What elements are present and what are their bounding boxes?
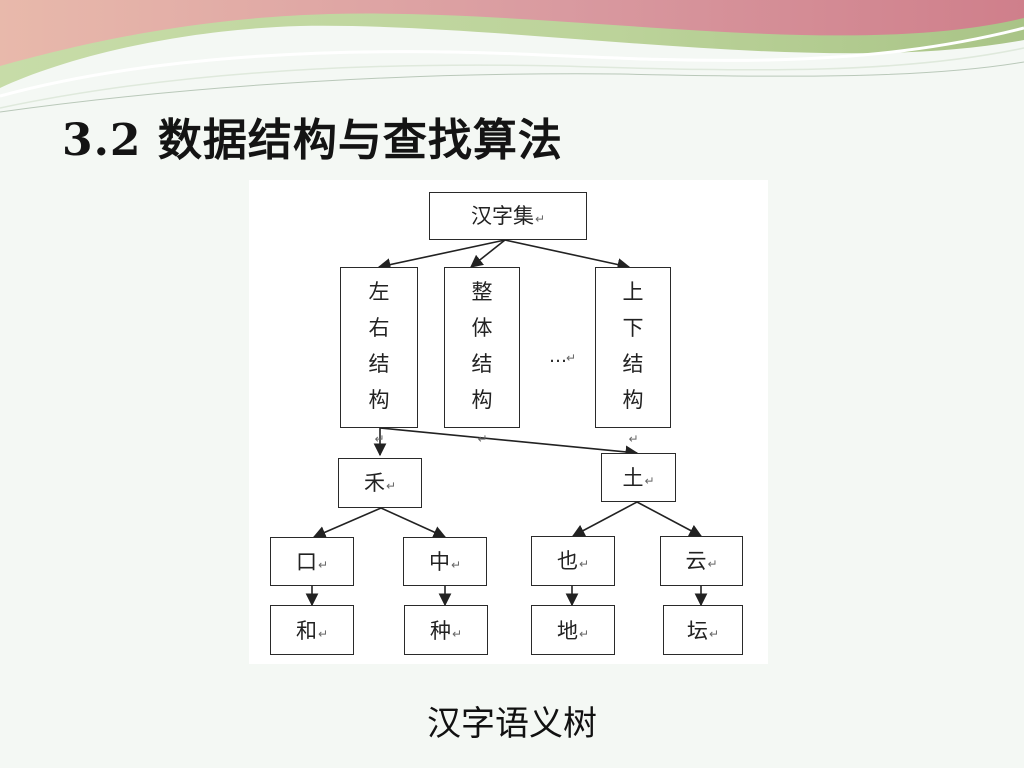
node-part-zhong: 中↵ xyxy=(403,537,487,586)
return-mark: ↵ xyxy=(534,212,546,226)
return-mark: ↵ xyxy=(477,432,488,446)
node-char-di: 地↵ xyxy=(531,605,615,655)
node-structure-top-bottom: 上下结构↵ xyxy=(595,267,671,446)
diagram-caption: 汉字语义树 xyxy=(427,704,597,744)
node-structure-whole: 整体结构↵ xyxy=(444,267,520,446)
return-mark: ↵ xyxy=(578,557,590,571)
return-mark: ↵ xyxy=(578,627,590,641)
node-char-tan: 坛↵ xyxy=(663,605,743,655)
more-structures-ellipsis: …↵ xyxy=(549,346,576,367)
return-mark: ↵ xyxy=(708,627,720,641)
slide-title: 3.2 数据结构与查找算法 xyxy=(62,115,563,166)
tree-connectors xyxy=(305,239,708,607)
return-mark: ↵ xyxy=(628,432,639,446)
node-structure-left-right: 左右结构↵ xyxy=(340,267,418,446)
edge-component-part-2 xyxy=(380,507,447,539)
node-component-he: 禾↵ xyxy=(338,458,422,508)
return-mark: ↵ xyxy=(707,557,718,571)
node-part-ye: 也↵ xyxy=(531,536,615,586)
semantic-tree-diagram: 汉字集↵ 左右结构↵ 整体结构↵ …↵ 上下结构↵ 禾↵ 土↵ 口↵ 中↵ 也↵… xyxy=(249,180,768,664)
node-root: 汉字集↵ xyxy=(429,192,587,240)
node-part-yun: 云↵ xyxy=(660,536,743,586)
edge-component-part-1 xyxy=(312,507,382,539)
return-mark: ↵ xyxy=(317,558,329,572)
return-mark: ↵ xyxy=(451,627,463,641)
return-mark: ↵ xyxy=(374,432,385,446)
return-mark: ↵ xyxy=(385,479,397,493)
edge-root-structure-1 xyxy=(377,239,506,271)
node-char-he: 和↵ xyxy=(270,605,354,655)
return-mark: ↵ xyxy=(450,558,462,572)
edge-root-structure-3 xyxy=(504,239,631,271)
edge-structure-component-2 xyxy=(379,427,639,459)
edge-root-structure-2 xyxy=(469,239,506,268)
decorative-header-waves xyxy=(0,0,1024,113)
edge-component-part-3 xyxy=(571,501,638,537)
return-mark: ↵ xyxy=(644,474,655,488)
node-component-tu: 土↵ xyxy=(601,453,676,502)
return-mark: ↵ xyxy=(317,627,329,641)
edge-component-part-4 xyxy=(636,501,703,537)
node-char-zhong: 种↵ xyxy=(404,605,488,655)
node-part-kou: 口↵ xyxy=(270,537,354,586)
